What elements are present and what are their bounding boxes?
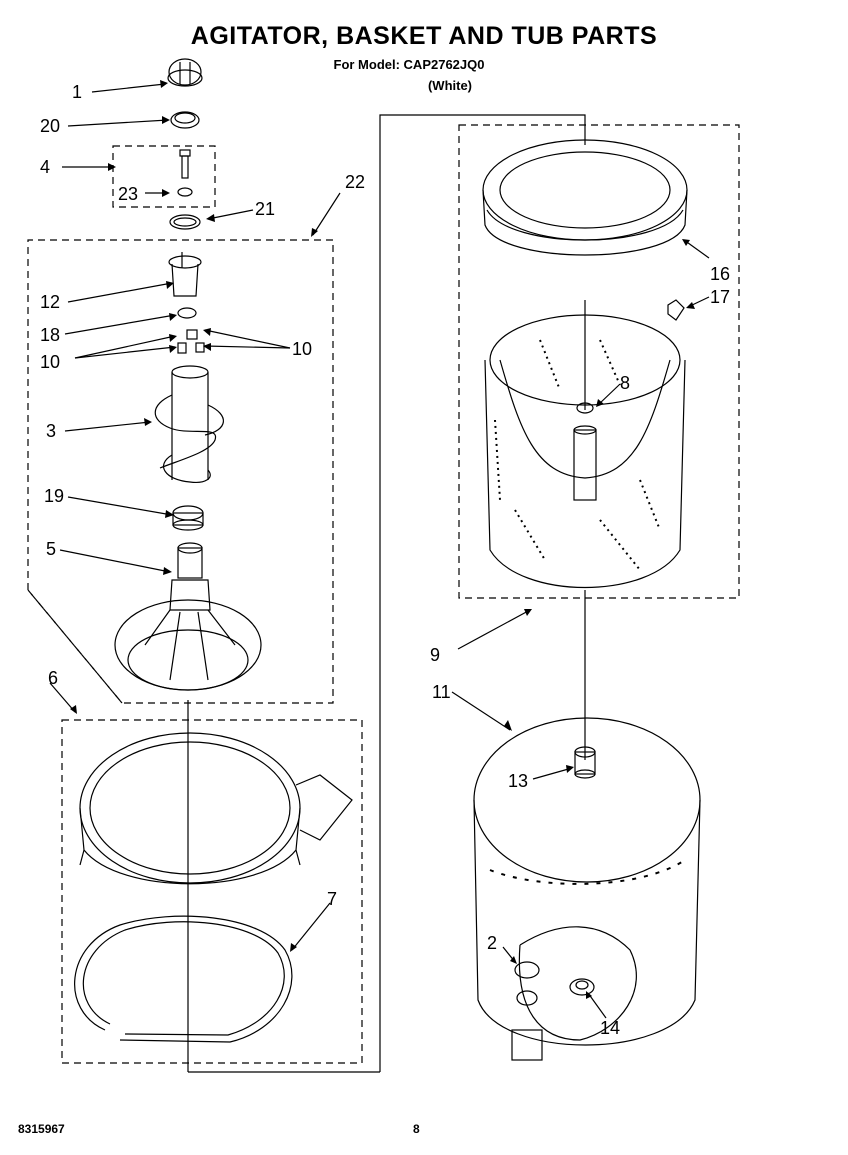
part-grommet [569,978,595,996]
part-balance-ring [482,139,688,256]
part-clip [667,299,685,321]
callout-10-left: 10 [40,352,60,372]
callout-9: 9 [430,645,440,665]
callout-8: 8 [620,373,630,393]
part-plug [514,961,540,1006]
part-ring-spring [74,915,293,1043]
callout-22: 22 [345,172,365,192]
callout-20: 20 [40,116,60,136]
callout-1: 1 [72,82,82,102]
part-washer [177,187,193,197]
callout-2: 2 [487,933,497,953]
group-box-4 [112,145,216,208]
group-box-22 [27,239,334,704]
dashed-group-boxes [27,124,740,1064]
callout-13: 13 [508,771,528,791]
diagram-title: AGITATOR, BASKET AND TUB PARTS [190,22,658,50]
color-variant: (White) [427,78,473,93]
callout-7: 7 [327,889,337,909]
part-o-ring [169,214,201,230]
group-box-9 [458,124,740,599]
callout-16: 16 [710,264,730,284]
callout-4: 4 [40,157,50,177]
leader-arrowheads [70,80,695,999]
document-number: 8315967 [18,1122,65,1136]
part-basket [484,314,686,589]
callout-14: 14 [600,1018,620,1038]
part-auger [154,365,224,483]
part-agitator-cap [167,58,203,87]
callout-23: 23 [118,184,138,204]
part-ring [177,307,197,319]
part-bolt [179,149,191,179]
callout-3: 3 [46,421,56,441]
model-line: For Model: CAP2762JQ0 [333,57,485,72]
page-number: 8 [413,1122,420,1136]
callout-11: 11 [432,682,451,702]
part-drive-bell [172,505,204,531]
callout-10-right: 10 [292,339,312,359]
callout-6: 6 [48,668,58,688]
part-tub-ring [79,732,353,885]
callout-21: 21 [255,199,275,219]
leader-lines [49,83,710,1019]
callout-5: 5 [46,539,56,559]
group-box-6 [61,719,363,1064]
callout-19: 19 [44,486,64,506]
part-agitator-base [114,542,262,691]
callout-18: 18 [40,325,60,345]
part-outer-tub [473,717,701,1061]
callout-12: 12 [40,292,60,312]
callout-17: 17 [710,287,730,307]
callout-labels: 1 20 4 23 21 22 12 18 10 10 3 19 5 6 7 1… [40,82,730,1038]
part-cap-seal [170,111,200,129]
assembly-lines [187,114,586,1073]
part-tub-seal [574,746,596,779]
part-agitator-dogs [177,329,205,354]
part-cam [168,252,202,297]
